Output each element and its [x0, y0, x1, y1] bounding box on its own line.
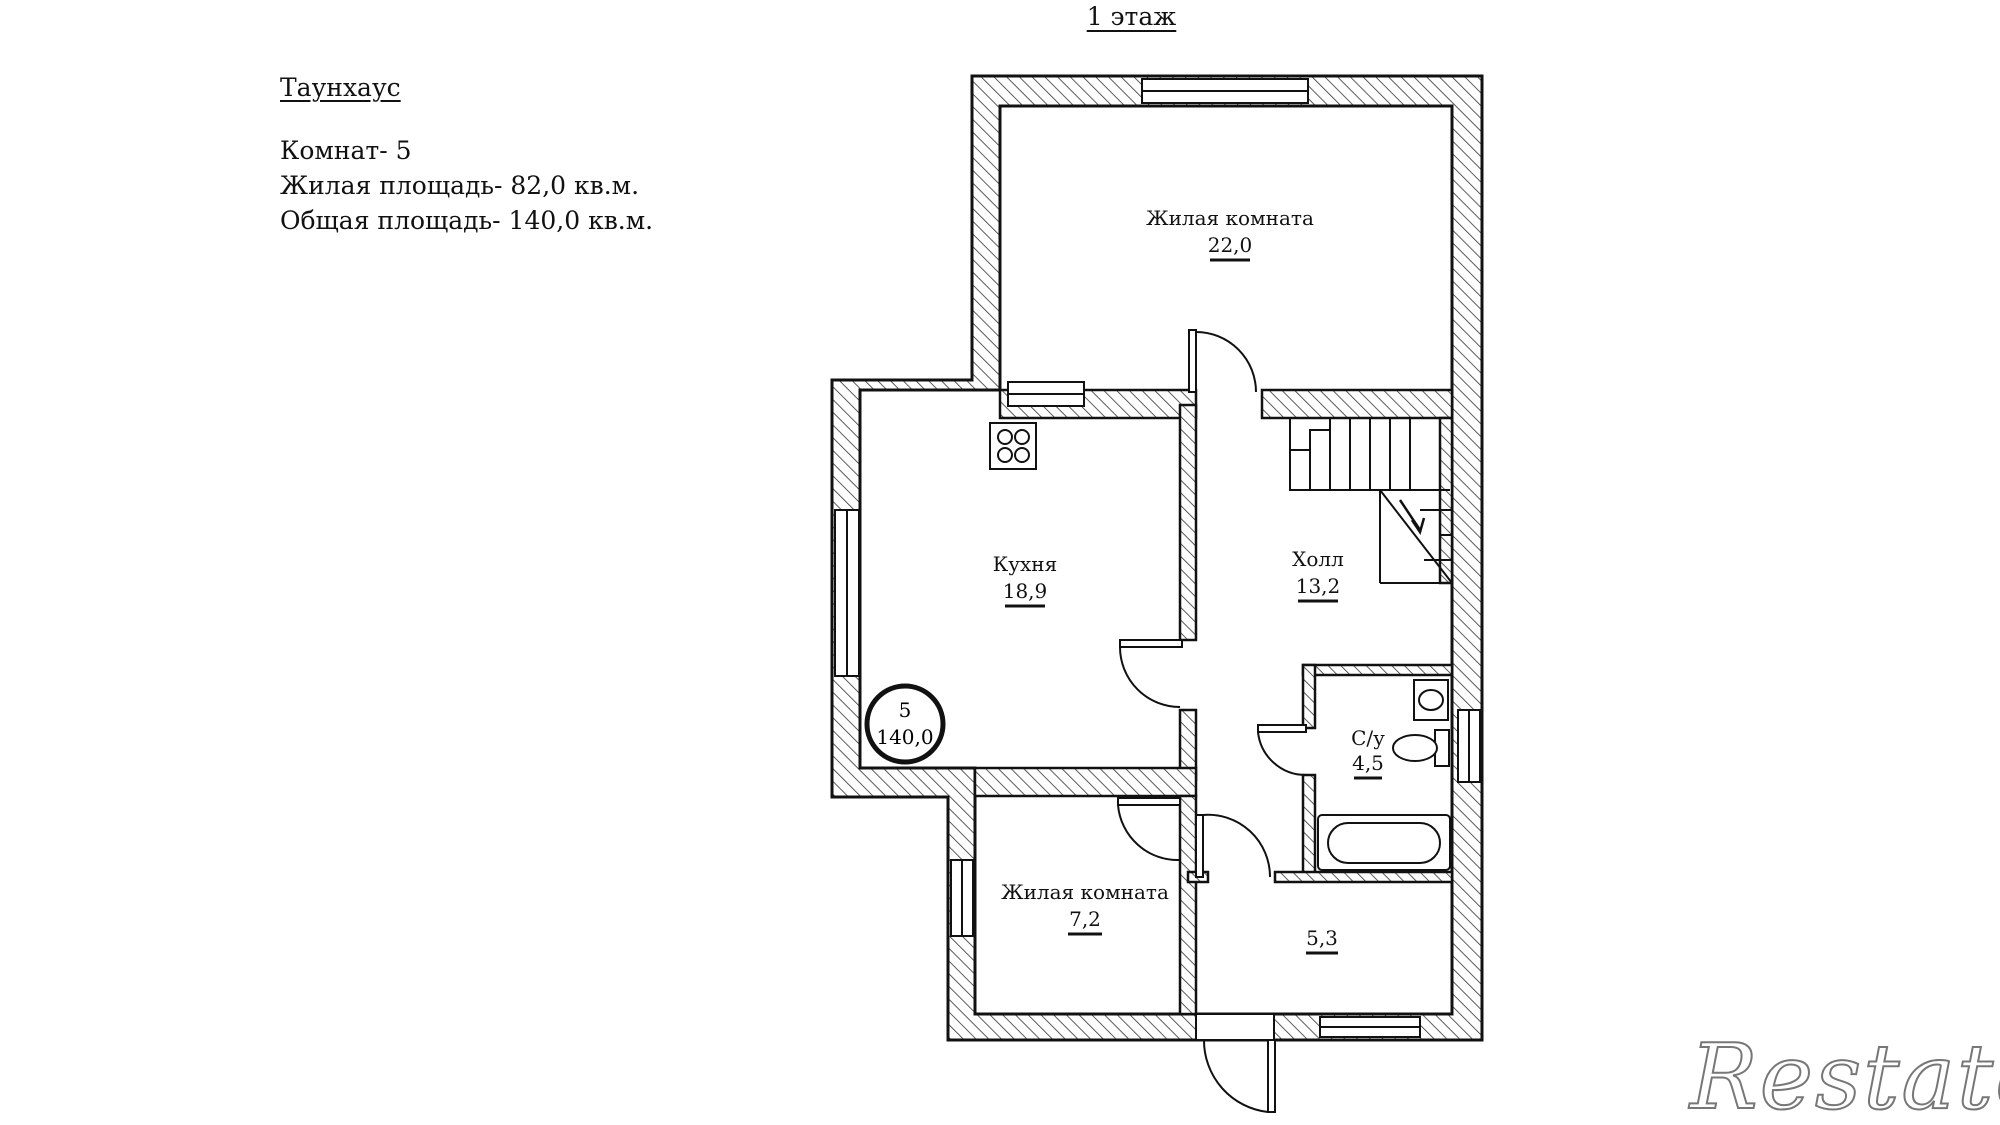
door-entrance — [1202, 1039, 1276, 1113]
info-title: Таунхаус — [280, 73, 401, 102]
wall-vestibule-north — [1273, 870, 1454, 884]
bathtub-icon — [1317, 814, 1451, 871]
wall-wc-west — [1301, 663, 1317, 730]
room-kitchen-area: 18,9 — [1003, 579, 1048, 603]
door-small-room — [1117, 797, 1181, 862]
wall-stairs — [1438, 416, 1454, 585]
wall-wc-west-low — [1301, 773, 1317, 882]
floor-label: 1 этаж — [1086, 2, 1177, 31]
room-vestibule-area: 5,3 — [1306, 926, 1338, 950]
info-living-area: Жилая площадь- 82,0 кв.м. — [280, 171, 640, 200]
door-kitchen — [1119, 639, 1183, 708]
room-wc-name: С/у — [1351, 726, 1385, 750]
wall-small-room-east — [1178, 794, 1198, 1016]
wall-kitchen-south — [973, 766, 1198, 798]
stove-icon — [989, 422, 1037, 470]
rooms-badge: 5 140,0 — [864, 683, 946, 765]
watermark-logo: Restate — [1688, 1025, 2000, 1125]
windows — [834, 78, 1481, 1041]
interior-walls — [973, 388, 1454, 1016]
wall-kitchen-east — [1178, 403, 1198, 642]
badge-area: 140,0 — [876, 725, 933, 749]
door-wc — [1257, 724, 1307, 777]
stairs — [1289, 418, 1453, 584]
toilet-icon — [1392, 729, 1450, 767]
door-living-big — [1188, 329, 1257, 393]
room-hall-area: 13,2 — [1296, 574, 1341, 598]
sink-icon — [1413, 679, 1449, 721]
info-panel: Таунхаус Комнат- 5 Жилая площадь- 82,0 к… — [280, 70, 653, 238]
wall-wc-north — [1301, 663, 1454, 677]
room-living-small-area: 7,2 — [1069, 907, 1101, 931]
room-hall-name: Холл — [1292, 547, 1344, 571]
room-kitchen-name: Кухня — [993, 552, 1057, 576]
doors — [1117, 329, 1307, 1113]
room-living-big-name: Жилая комната — [1146, 206, 1314, 230]
door-vestibule — [1195, 813, 1272, 878]
entrance-opening — [1195, 1013, 1275, 1041]
wall-hall-top — [1260, 388, 1454, 420]
room-living-small-name: Жилая комната — [1001, 880, 1169, 904]
info-total-area: Общая площадь- 140,0 кв.м. — [280, 206, 654, 235]
info-rooms: Комнат- 5 — [280, 136, 412, 165]
room-wc-area: 4,5 — [1352, 751, 1384, 775]
badge-count: 5 — [899, 698, 912, 722]
room-living-big-area: 22,0 — [1208, 233, 1253, 257]
